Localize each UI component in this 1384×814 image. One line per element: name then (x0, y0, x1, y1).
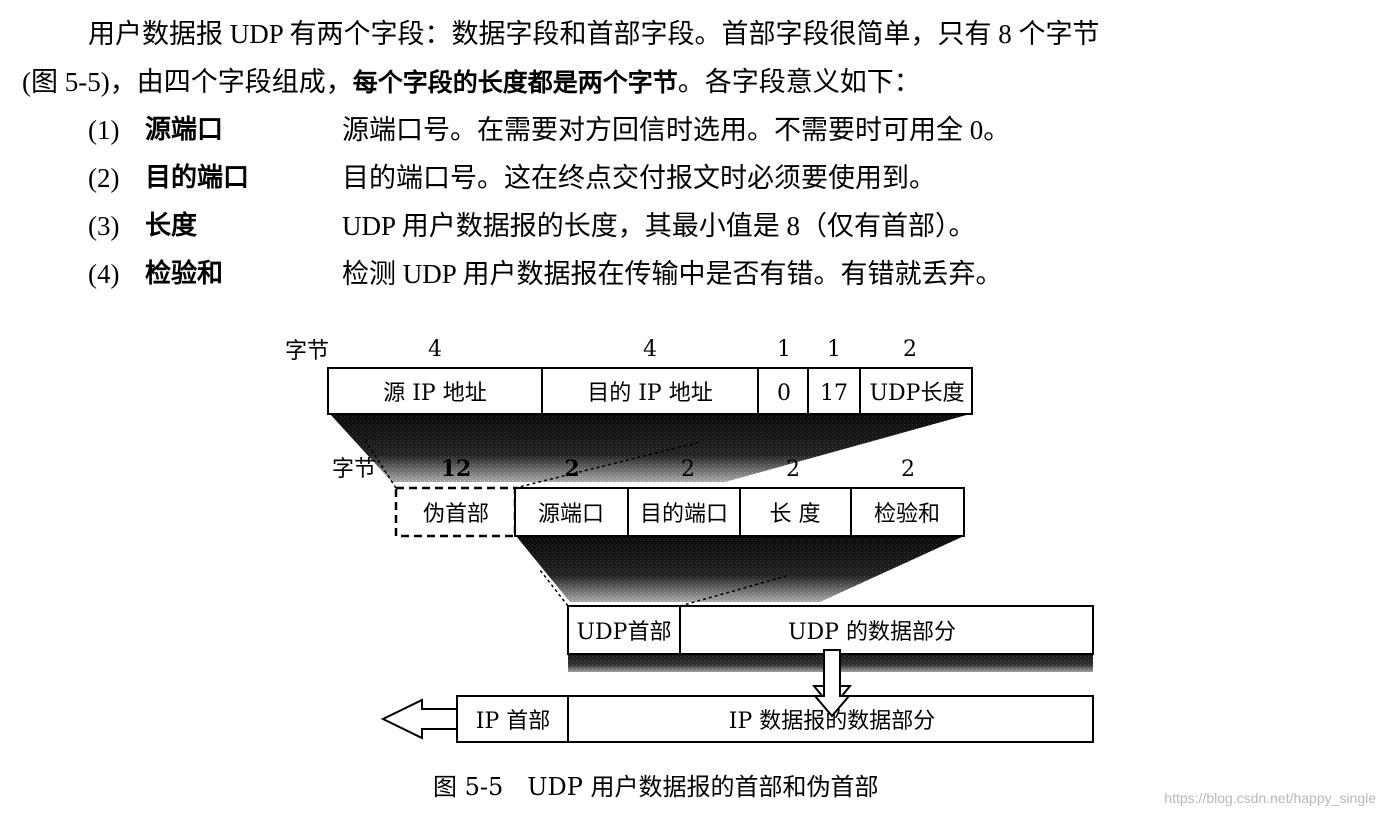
row1-byte-count: 1 (827, 337, 841, 362)
item-number: (4) (88, 259, 120, 289)
ip-datagram-field: IP 首部 (476, 709, 551, 734)
item-description: 检测 UDP 用户数据报在传输中是否有错。有错就丢弃。 (342, 259, 1003, 289)
paragraph-line-2-end: 。各字段意义如下： (677, 67, 921, 97)
udp-header-field: 长 度 (770, 502, 821, 527)
down-arrow-icon (812, 649, 852, 718)
left-arrow-icon (380, 698, 458, 740)
pseudo-header-field: 0 (777, 381, 791, 406)
row2-projection-texture (516, 536, 964, 602)
item-description: 源端口号。在需要对方回信时选用。不需要时可用全 0。 (342, 115, 1011, 145)
item-name: 检验和 (145, 259, 224, 289)
udp-header-field: 目的端口 (640, 502, 728, 527)
figure-caption: 图 5-5 UDP 用户数据报的首部和伪首部 (433, 773, 879, 801)
paragraph-line-2-start: (图 5-5)，由四个字段组成， (22, 67, 353, 97)
item-number: (2) (88, 163, 120, 193)
pseudo-connector-right (514, 441, 701, 489)
row1-projection-texture (330, 414, 970, 482)
row1-byte-count: 1 (777, 337, 791, 362)
ip-datagram-box (456, 695, 1094, 743)
udp-header-field: 源端口 (538, 502, 604, 527)
udp-connector-right (679, 574, 791, 607)
row1-bytes-label: 字节 (285, 339, 329, 364)
row1-byte-count: 4 (643, 337, 657, 362)
pseudo-header-field: 17 (820, 381, 848, 406)
paragraph-line-1: 用户数据报 UDP 有两个字段：数据字段和首部字段。首部字段很简单，只有 8 个… (88, 19, 1100, 49)
row2-bytes-label: 字节 (332, 457, 376, 482)
item-number: (1) (88, 115, 120, 145)
row2-byte-count: 2 (786, 457, 800, 482)
udp-datagram-field: UDP 的数据部分 (788, 620, 956, 645)
udp-header-field: 检验和 (874, 502, 940, 527)
item-name: 长度 (145, 211, 198, 241)
udp-datagram-field: UDP首部 (577, 620, 672, 645)
watermark: https://blog.csdn.net/happy_single (1164, 790, 1376, 806)
row2-byte-count: 2 (681, 457, 695, 482)
pseudo-header-field: 目的 IP 地址 (587, 381, 712, 406)
udp-header-field: 伪首部 (423, 502, 489, 527)
udp-connector-left (539, 569, 569, 607)
paragraph-line-2-bold: 每个字段的长度都是两个字节 (352, 68, 678, 97)
row1-byte-count: 2 (903, 337, 917, 362)
row1-byte-count: 4 (428, 337, 442, 362)
paragraph-line-2: (图 5-5)，由四个字段组成，每个字段的长度都是两个字节。各字段意义如下： (22, 66, 921, 99)
item-description: 目的端口号。这在终点交付报文时必须要使用到。 (342, 163, 936, 193)
row2-byte-count: 2 (564, 456, 579, 482)
row2-byte-count: 2 (901, 457, 915, 482)
item-name: 源端口 (145, 115, 224, 145)
item-description: UDP 用户数据报的长度，其最小值是 8（仅有首部）。 (342, 211, 976, 241)
udp-datagram-box (567, 605, 1094, 655)
item-number: (3) (88, 211, 120, 241)
item-name: 目的端口 (145, 163, 250, 193)
pseudo-header-box (327, 367, 973, 415)
pseudo-header-field: UDP长度 (870, 381, 965, 406)
row2-byte-count: 12 (441, 456, 472, 482)
pseudo-header-field: 源 IP 地址 (383, 381, 486, 406)
